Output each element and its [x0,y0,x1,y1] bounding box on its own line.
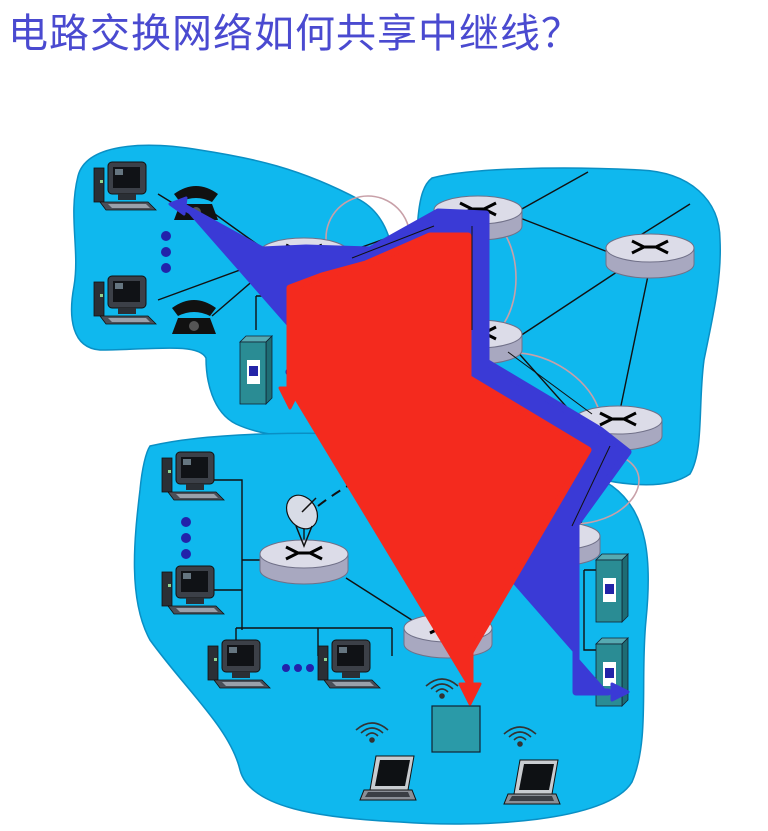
circuit-path-red [278,232,592,706]
ellipsis-dots-icon [181,517,191,559]
ellipsis-dots-icon [161,231,171,273]
ellipsis-dots-icon [282,664,314,672]
wireless-base-station-icon [425,678,481,753]
server-icon [595,553,629,623]
trunk-lines [351,225,611,527]
server-icon [239,335,273,405]
router-icon [604,232,696,280]
page-title: 电路交换网络如何共享中继线？ [8,11,582,57]
satellite-dish-icon [285,494,319,549]
